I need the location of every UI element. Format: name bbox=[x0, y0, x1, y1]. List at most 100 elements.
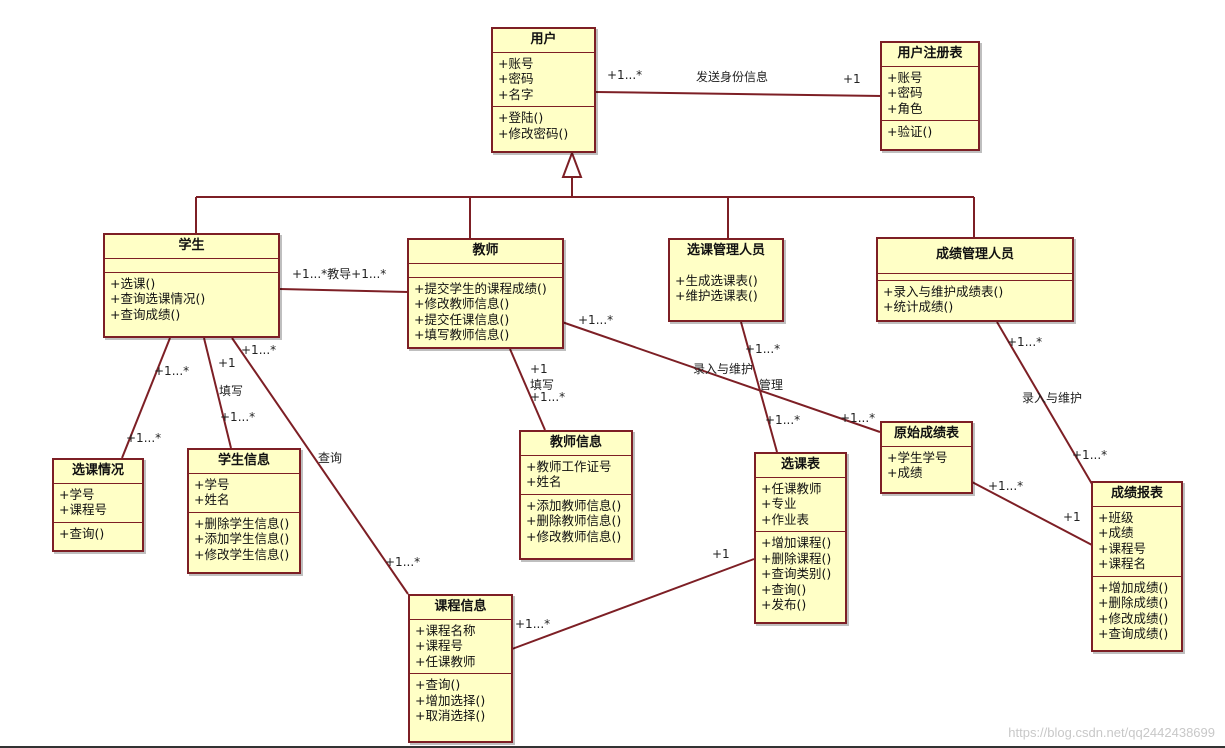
multiplicity-label: +1...* bbox=[220, 410, 256, 424]
method: +增加成绩() bbox=[1098, 579, 1169, 595]
class-grade-report[interactable]: 成绩报表 +班级 +成绩 +课程号 +课程名 +增加成绩() +删除成绩() +… bbox=[1091, 481, 1183, 652]
method: +生成选课表() bbox=[675, 272, 758, 288]
attribute: +账号 bbox=[887, 69, 923, 85]
method: +删除成绩() bbox=[1098, 595, 1169, 610]
class-title: 原始成绩表 bbox=[882, 423, 971, 447]
class-grade-admin[interactable]: 成绩管理人员 +录入与维护成绩表() +统计成绩() bbox=[876, 237, 1074, 322]
method: +删除教师信息() bbox=[526, 513, 622, 528]
class-title: 用户注册表 bbox=[882, 43, 978, 67]
attributes bbox=[409, 264, 562, 278]
class-title: 学生信息 bbox=[189, 450, 299, 474]
class-title: 选课管理人员 bbox=[686, 243, 765, 258]
attribute: +账号 bbox=[498, 55, 534, 71]
methods: +添加教师信息() +删除教师信息() +修改教师信息() bbox=[521, 495, 631, 549]
method: +录入与维护成绩表() bbox=[883, 283, 1004, 299]
attribute: +教师工作证号 bbox=[526, 458, 612, 474]
attribute: +任课教师 bbox=[761, 480, 822, 496]
multiplicity-label: +1 bbox=[843, 72, 861, 86]
attribute: +密码 bbox=[887, 85, 923, 100]
class-original-grades[interactable]: 原始成绩表 +学生学号 +成绩 bbox=[880, 421, 973, 494]
class-teacher[interactable]: 教师 +提交学生的课程成绩() +修改教师信息() +提交任课信息() +填写教… bbox=[407, 238, 564, 349]
attributes: +账号 +密码 +角色 bbox=[882, 67, 978, 121]
methods: +增加课程() +删除课程() +查询类别() +查询() +发布() bbox=[756, 532, 845, 617]
multiplicity-label: +1 bbox=[218, 356, 236, 370]
method: +查询成绩() bbox=[1098, 626, 1169, 641]
attribute: +课程号 bbox=[415, 638, 463, 653]
method: +增加课程() bbox=[761, 535, 832, 550]
attributes: +课程名称 +课程号 +任课教师 bbox=[410, 620, 511, 674]
attribute: +学生学号 bbox=[887, 449, 948, 465]
line-original-report bbox=[971, 481, 1093, 546]
method: +填写教师信息() bbox=[414, 327, 510, 342]
class-course-table[interactable]: 选课表 +任课教师 +专业 +作业表 +增加课程() +删除课程() +查询类别… bbox=[754, 452, 847, 624]
attribute: +课程名称 bbox=[415, 622, 476, 638]
class-user[interactable]: 用户 +账号 +密码 +名字 +登陆() +修改密码() bbox=[491, 27, 596, 153]
class-title: 学生 bbox=[105, 235, 278, 259]
class-course-admin[interactable]: 选课管理人员 +生成选课表() +维护选课表() bbox=[668, 238, 784, 322]
attribute: +任课教师 bbox=[415, 653, 476, 669]
method: +修改教师信息() bbox=[526, 528, 622, 544]
association-name: 查询 bbox=[318, 451, 343, 465]
methods: +录入与维护成绩表() +统计成绩() bbox=[878, 281, 1072, 319]
method: +修改教师信息() bbox=[414, 296, 510, 311]
class-course-info[interactable]: 课程信息 +课程名称 +课程号 +任课教师 +查询() +增加选择() +取消选… bbox=[408, 594, 513, 743]
class-title: 成绩管理人员 bbox=[878, 239, 1072, 274]
attribute: +成绩 bbox=[1098, 525, 1134, 540]
method: +查询() bbox=[59, 525, 105, 541]
methods: +生成选课表() +维护选课表() bbox=[670, 263, 782, 308]
association-name: 填写 bbox=[219, 384, 244, 398]
multiplicity-label: +1...* bbox=[126, 431, 162, 445]
class-title: 教师 bbox=[409, 240, 562, 264]
attribute: +作业表 bbox=[761, 511, 809, 527]
multiplicity-label: +1...* bbox=[1007, 335, 1043, 349]
methods: +删除学生信息() +添加学生信息() +修改学生信息() bbox=[189, 513, 299, 567]
method: +查询成绩() bbox=[110, 306, 181, 322]
method: +删除课程() bbox=[761, 550, 832, 566]
methods: +登陆() +修改密码() bbox=[493, 107, 594, 145]
method: +查询选课情况() bbox=[110, 291, 206, 306]
multiplicity-label: +1...* bbox=[530, 390, 566, 404]
line-teacher-original bbox=[561, 321, 881, 433]
bottom-border bbox=[0, 746, 1225, 748]
method: +查询() bbox=[761, 581, 807, 597]
generalization-arrow bbox=[561, 150, 583, 178]
method: +查询类别() bbox=[761, 566, 832, 581]
multiplicity-label: +1 bbox=[530, 362, 548, 376]
class-title: 用户 bbox=[493, 29, 594, 53]
attribute: +学号 bbox=[194, 476, 230, 492]
association-name: +1...*教导+1...* bbox=[292, 267, 387, 281]
method: +维护选课表() bbox=[675, 288, 758, 303]
line-gradeadmin-report bbox=[996, 321, 1093, 485]
methods: +查询() bbox=[54, 523, 142, 546]
class-teacher-info[interactable]: 教师信息 +教师工作证号 +姓名 +添加教师信息() +删除教师信息() +修改… bbox=[519, 430, 633, 560]
methods: +增加成绩() +删除成绩() +修改成绩() +查询成绩() bbox=[1093, 577, 1181, 646]
class-title: 成绩报表 bbox=[1093, 483, 1181, 507]
class-selection-status[interactable]: 选课情况 +学号 +课程号 +查询() bbox=[52, 458, 144, 552]
attribute: +名字 bbox=[498, 86, 534, 102]
association-name: 发送身份信息 bbox=[696, 70, 769, 84]
method: +增加选择() bbox=[415, 692, 486, 708]
multiplicity-label: +1...* bbox=[515, 617, 551, 631]
attribute: +课程名 bbox=[1098, 556, 1146, 571]
method: +验证() bbox=[887, 124, 933, 139]
class-student-info[interactable]: 学生信息 +学号 +姓名 +删除学生信息() +添加学生信息() +修改学生信息… bbox=[187, 448, 301, 574]
watermark: https://blog.csdn.net/qq2442438699 bbox=[1008, 725, 1215, 740]
attribute: +姓名 bbox=[194, 492, 230, 507]
methods: +查询() +增加选择() +取消选择() bbox=[410, 674, 511, 728]
methods: +提交学生的课程成绩() +修改教师信息() +提交任课信息() +填写教师信息… bbox=[409, 278, 562, 347]
class-register[interactable]: 用户注册表 +账号 +密码 +角色 +验证() bbox=[880, 41, 980, 151]
method: +选课() bbox=[110, 275, 156, 291]
attributes: +学号 +课程号 bbox=[54, 484, 142, 523]
multiplicity-label: +1...* bbox=[385, 555, 421, 569]
method: +添加学生信息() bbox=[194, 531, 290, 546]
line-teacher-teacherinfo bbox=[509, 348, 546, 431]
multiplicity-label: +1 bbox=[1063, 510, 1081, 524]
line-student-teacher bbox=[279, 288, 409, 293]
attribute: +专业 bbox=[761, 496, 797, 511]
method: +登陆() bbox=[498, 110, 544, 125]
class-student[interactable]: 学生 +选课() +查询选课情况() +查询成绩() bbox=[103, 233, 280, 338]
class-title: 教师信息 bbox=[521, 432, 631, 456]
method: +添加教师信息() bbox=[526, 497, 622, 513]
multiplicity-label: +1...* bbox=[745, 342, 781, 356]
